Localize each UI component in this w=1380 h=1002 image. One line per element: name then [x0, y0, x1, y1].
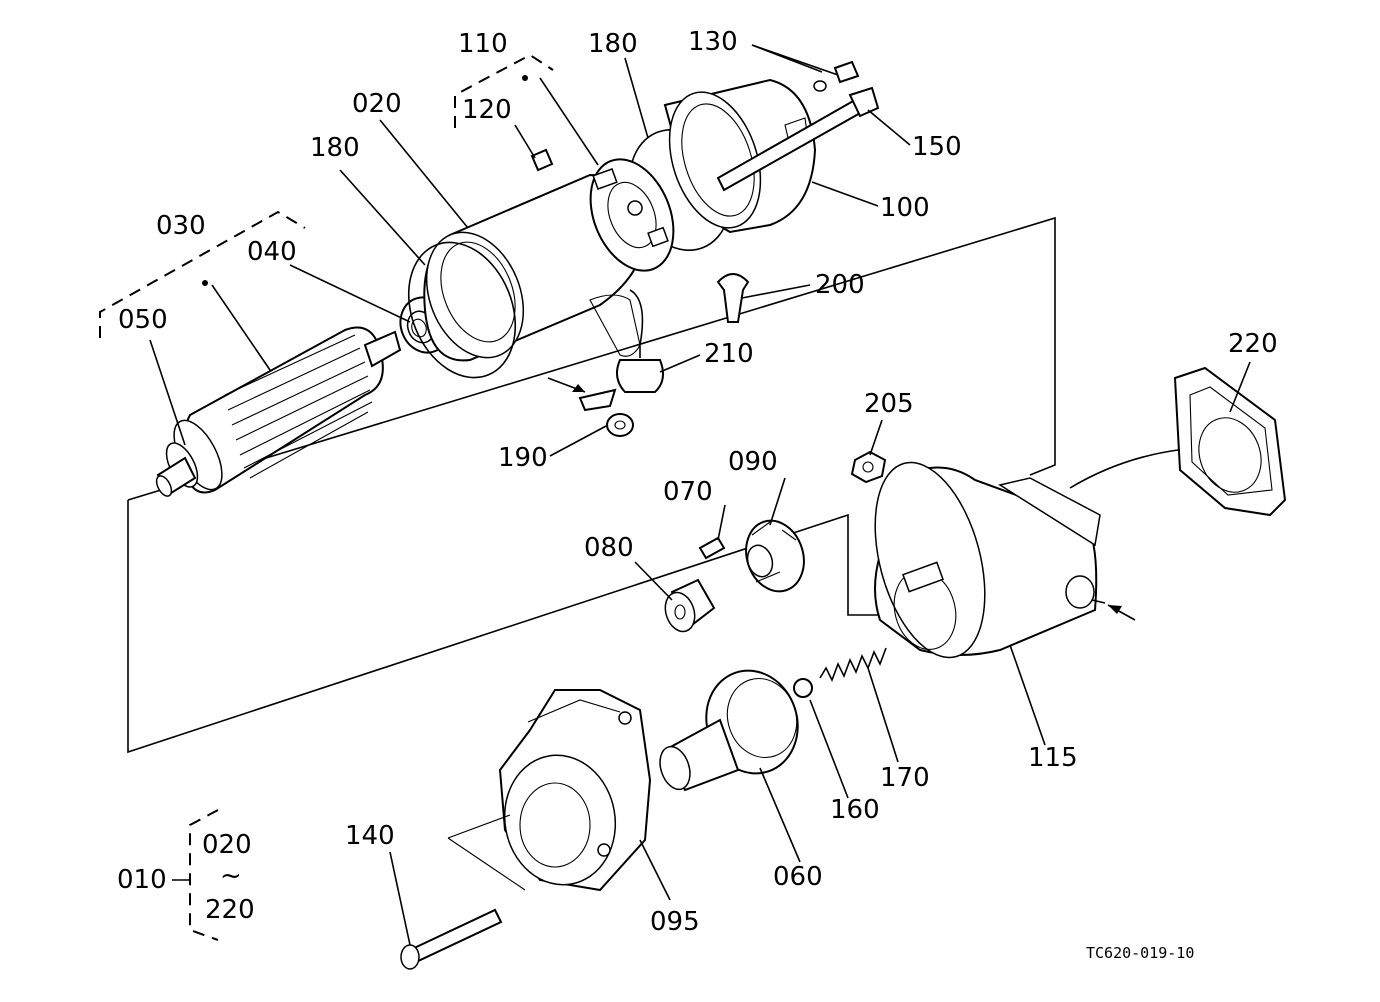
bolt-guide-lines — [447, 814, 526, 891]
leader-lines — [149, 44, 1251, 946]
nut-190 — [606, 413, 634, 437]
drawing-code: TC620-019-10 — [1086, 944, 1194, 962]
label-180-front: 180 — [310, 133, 360, 163]
spring — [819, 647, 887, 682]
gasket — [1069, 366, 1287, 517]
screw-130 — [813, 60, 860, 92]
insulator — [716, 273, 750, 323]
label-150: 150 — [912, 132, 962, 162]
armature — [155, 326, 402, 497]
armature-group-dot — [202, 280, 208, 286]
brush-holder — [589, 158, 675, 272]
label-220-range-end: 220 — [205, 895, 255, 925]
label-040: 040 — [247, 237, 297, 267]
label-160: 160 — [830, 795, 880, 825]
overrunning-clutch — [659, 669, 799, 792]
label-210: 210 — [704, 339, 754, 369]
lead-wire — [547, 289, 665, 412]
steel-ball — [793, 678, 813, 698]
label-200: 200 — [815, 270, 865, 300]
brush — [530, 148, 554, 172]
label-130: 130 — [688, 27, 738, 57]
shaft-holder — [664, 578, 716, 633]
internal-gear — [745, 519, 805, 593]
label-170: 170 — [880, 763, 930, 793]
yoke — [423, 173, 647, 362]
pin — [698, 536, 726, 560]
drive-end-frame — [498, 689, 652, 892]
label-060: 060 — [773, 862, 823, 892]
label-180-rear: 180 — [588, 29, 638, 59]
label-050: 050 — [118, 305, 168, 335]
magnetic-switch — [874, 461, 1136, 659]
nut-205 — [850, 450, 887, 484]
brush-holder-group-dot — [522, 75, 528, 81]
label-220-gasket: 220 — [1228, 329, 1278, 359]
label-205: 205 — [864, 389, 914, 419]
label-110: 110 — [458, 29, 508, 59]
label-120: 120 — [462, 95, 512, 125]
range-tilde: ~ — [220, 861, 242, 891]
label-070: 070 — [663, 477, 713, 507]
armature-group-bracket — [99, 210, 306, 338]
through-bolt — [716, 86, 880, 192]
label-095: 095 — [650, 907, 700, 937]
brush-holder-group-bracket — [454, 53, 554, 128]
label-190: 190 — [498, 443, 548, 473]
mounting-bolt — [400, 908, 503, 970]
label-140: 140 — [345, 821, 395, 851]
assembly-outline — [127, 216, 1056, 754]
label-115: 115 — [1028, 743, 1078, 773]
o-ring-front — [407, 241, 517, 379]
label-020: 020 — [352, 89, 402, 119]
label-020-range-start: 020 — [202, 830, 252, 860]
rear-cover — [663, 78, 817, 234]
label-030: 030 — [156, 211, 206, 241]
label-010: 010 — [117, 865, 167, 895]
label-090: 090 — [728, 447, 778, 477]
label-100: 100 — [880, 193, 930, 223]
label-080: 080 — [584, 533, 634, 563]
assembly-bracket — [172, 809, 219, 941]
